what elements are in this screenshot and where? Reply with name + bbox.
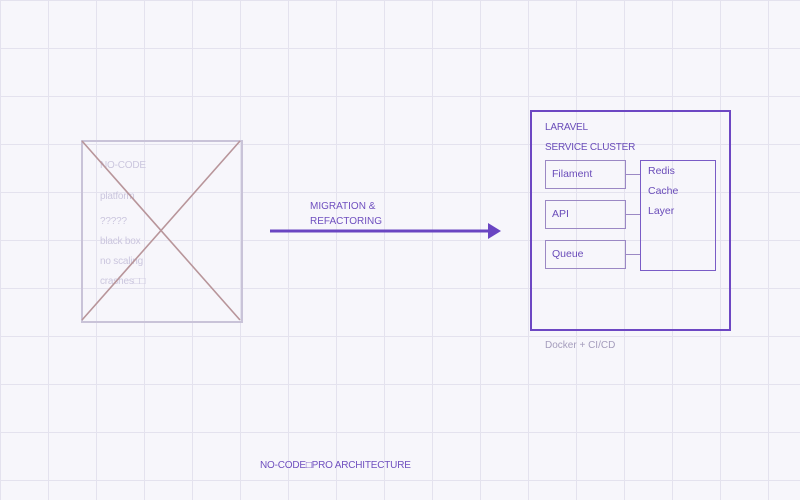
migration-label-line2: REFACTORING: [310, 216, 383, 227]
service-queue: Queue: [545, 240, 626, 269]
connector-queue-redis: [625, 254, 640, 255]
legacy-label-blackbox: black box: [100, 236, 141, 247]
legacy-label-noscaling: no scaling: [100, 256, 144, 267]
legacy-label-platform: platform: [100, 191, 135, 202]
cache-label: Cache: [648, 185, 679, 197]
service-api: API: [545, 200, 626, 229]
service-filament: Filament: [545, 160, 626, 189]
migration-arrow-icon: [270, 223, 501, 239]
migration-label-line1: MIGRATION &: [310, 201, 376, 212]
layer-label: Layer: [648, 205, 675, 217]
service-label: Filament: [552, 168, 593, 180]
service-label: Queue: [552, 248, 584, 260]
diagram-title: NO-CODE□PRO ARCHITECTURE: [260, 460, 411, 471]
cluster-title-laravel: LARAVEL: [545, 122, 588, 133]
connector-filament-redis: [625, 174, 640, 175]
legacy-label-crashes: crashes□□: [100, 276, 146, 287]
service-label: API: [552, 208, 569, 220]
laravel-cluster-box: [530, 110, 731, 331]
redis-cache-box: [640, 160, 716, 271]
deployment-label: Docker + CI/CD: [545, 340, 616, 351]
connector-api-redis: [625, 214, 640, 215]
cluster-title-service: SERVICE CLUSTER: [545, 142, 636, 153]
legacy-label-unknown: ?????: [100, 216, 127, 227]
redis-label: Redis: [648, 165, 675, 177]
legacy-label-nocode: NO-CODE: [100, 160, 146, 171]
